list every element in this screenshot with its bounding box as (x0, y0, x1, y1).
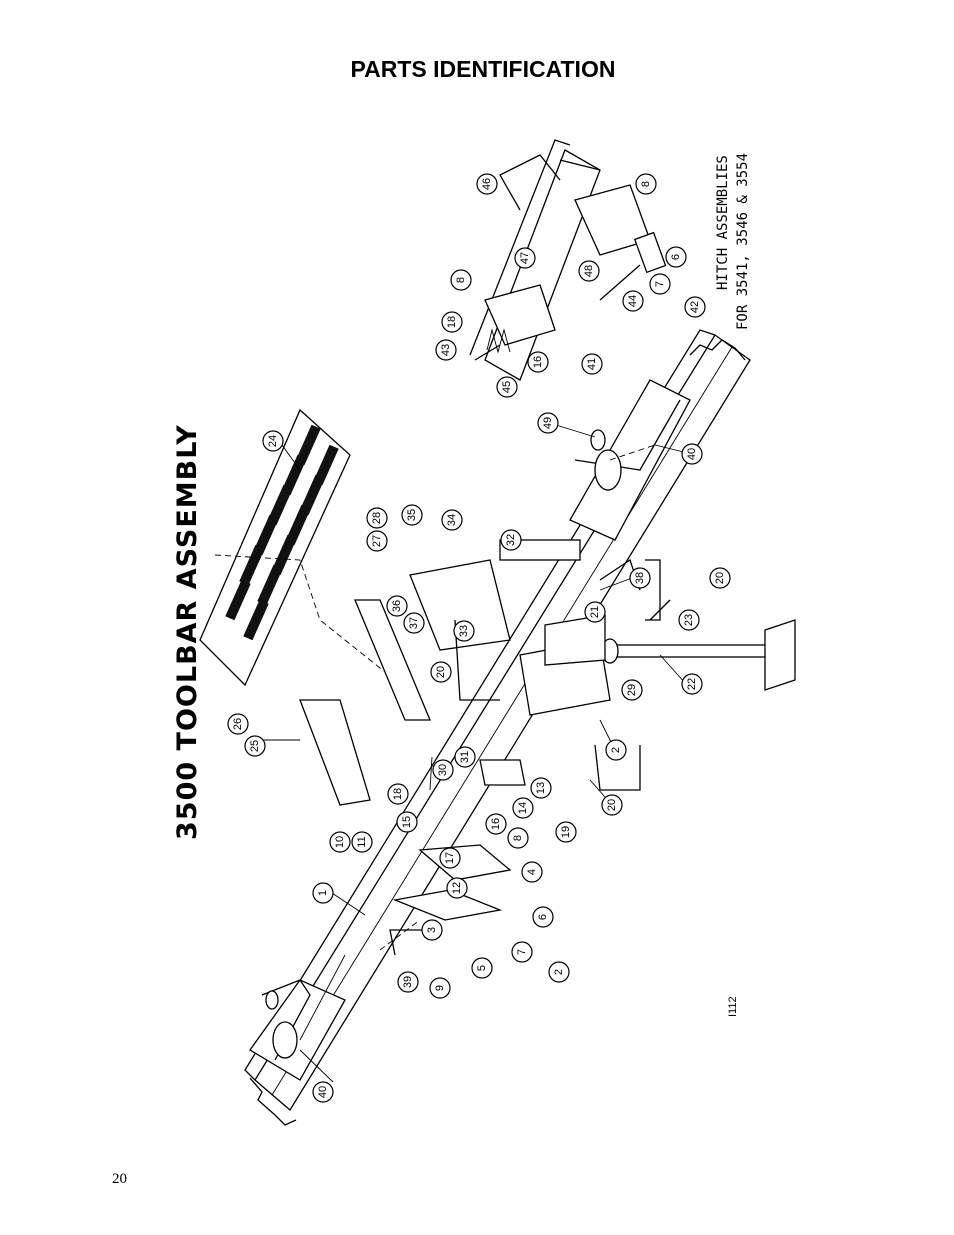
callout-22: 22 (686, 678, 698, 690)
callout-44: 44 (627, 295, 639, 307)
callout-38: 38 (634, 572, 646, 584)
callout-4: 4 (526, 869, 538, 875)
callout-43: 43 (440, 344, 452, 356)
hitch-note-line-2: FOR 3541, 3546 & 3554 (735, 153, 751, 330)
callout-2: 2 (610, 747, 622, 753)
callout-26: 26 (232, 718, 244, 730)
callout-11: 11 (356, 836, 368, 847)
callout-27: 27 (371, 535, 383, 547)
callout-9: 9 (434, 985, 446, 991)
callout-7: 7 (516, 949, 528, 955)
callout-5: 5 (476, 965, 488, 971)
callout-30: 30 (437, 764, 449, 776)
callout-29: 29 (626, 684, 638, 696)
page-title: PARTS IDENTIFICATION (350, 56, 616, 82)
callout-2b: 2 (553, 969, 565, 975)
callout-40b: 40 (686, 448, 698, 460)
callout-13: 13 (535, 782, 547, 794)
callout-31: 31 (459, 751, 471, 763)
callout-12: 12 (451, 882, 463, 894)
callout-48: 48 (583, 265, 595, 277)
callout-37: 37 (408, 617, 420, 629)
callout-17: 17 (444, 852, 456, 864)
parking-stand (599, 599, 796, 691)
callout-6: 6 (537, 914, 549, 920)
callout-21: 21 (589, 606, 601, 618)
callout-46: 46 (481, 178, 493, 190)
callout-28: 28 (371, 512, 383, 524)
callout-23: 23 (683, 614, 695, 626)
callout-20c: 20 (606, 799, 618, 811)
callout-34: 34 (446, 514, 458, 526)
callout-10: 10 (334, 836, 346, 848)
callout-18b: 18 (446, 316, 458, 328)
callout-8b: 8 (455, 277, 467, 283)
callout-8: 8 (640, 181, 652, 187)
callout-33: 33 (458, 625, 470, 637)
hitch-note-line-1: HITCH ASSEMBLIES (715, 155, 731, 290)
callout-14: 14 (517, 802, 529, 814)
callout-40: 40 (317, 1086, 329, 1098)
callout-7b: 7 (654, 281, 666, 287)
callout-18: 18 (392, 788, 404, 800)
callout-36: 36 (391, 600, 403, 612)
callout-16: 16 (490, 818, 502, 830)
callout-42: 42 (689, 301, 701, 313)
mount-plates (299, 539, 661, 956)
end-bracket-right (569, 379, 691, 541)
callout-47: 47 (519, 252, 531, 264)
end-bracket-left (249, 954, 346, 1081)
callout-6b: 6 (670, 254, 682, 260)
page-number: 20 (112, 1171, 127, 1187)
callout-3: 3 (426, 927, 438, 933)
callout-20b: 20 (714, 572, 726, 584)
hitch-assembly (469, 139, 667, 381)
callout-25: 25 (249, 740, 261, 752)
callout-45: 45 (501, 381, 513, 393)
figure-code: I112 (727, 996, 739, 1017)
callout-8c: 8 (512, 835, 524, 841)
callout-41: 41 (586, 358, 598, 370)
callout-group: 1 2 2 3 4 5 6 6 7 7 8 8 8 9 10 11 12 13 … (227, 173, 731, 1103)
callout-1: 1 (317, 890, 329, 896)
callout-32: 32 (505, 534, 517, 546)
callout-19: 19 (560, 826, 572, 838)
callout-49: 49 (542, 417, 554, 429)
figure-title: 3500 TOOLBAR ASSEMBLY (172, 424, 203, 840)
callout-16b: 16 (532, 356, 544, 368)
grate-shield (199, 408, 421, 701)
callout-15: 15 (401, 816, 413, 828)
callout-35: 35 (406, 509, 418, 521)
callout-24: 24 (267, 435, 279, 447)
callout-20: 20 (435, 666, 447, 678)
callout-39: 39 (402, 976, 414, 988)
